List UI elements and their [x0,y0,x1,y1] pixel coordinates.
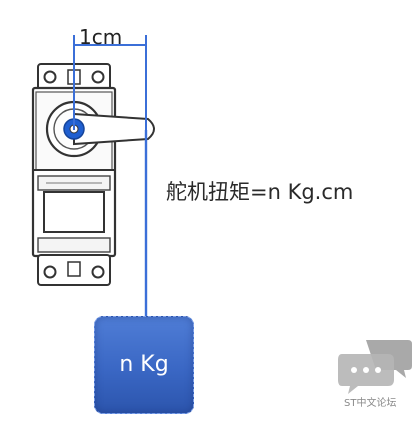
weight-block: n Kg [94,316,194,414]
forum-watermark-text: ST中文论坛 [344,398,397,409]
forum-chat-logo-icon [338,340,412,394]
torque-equation: 舵机扭矩=n Kg.cm [166,180,354,204]
servo-horn-arm [73,112,155,146]
servo-bottom-mount-tab [37,254,111,286]
dimension-marker [73,35,147,130]
dimension-label: 1cm [79,25,123,49]
weight-label: n Kg [119,352,169,377]
